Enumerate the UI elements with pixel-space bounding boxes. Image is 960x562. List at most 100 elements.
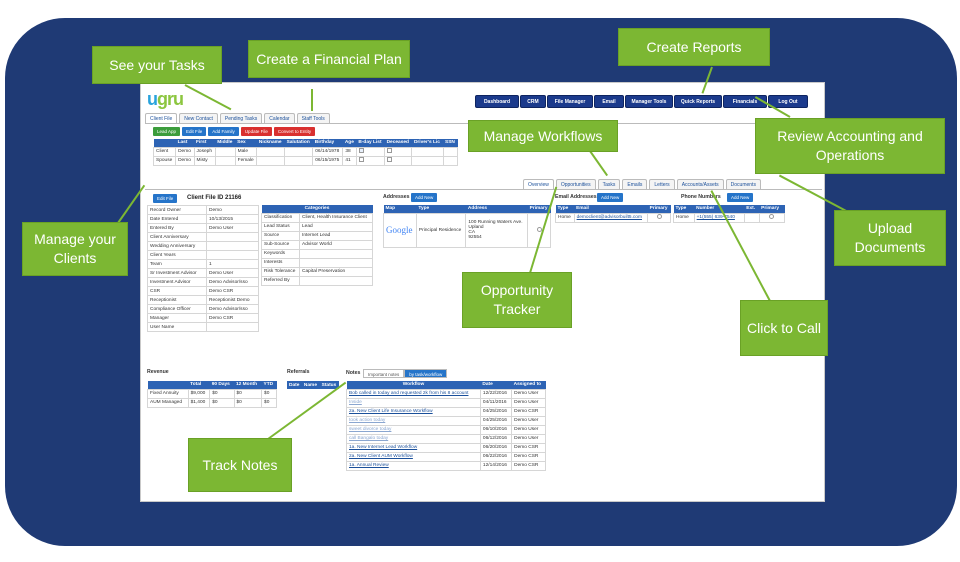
checkbox[interactable] [358, 157, 364, 162]
tab-documents[interactable]: Documents [725, 179, 761, 189]
cell [284, 155, 314, 166]
cat-value: Advisor World [299, 239, 373, 250]
attr-label: Entered By [147, 223, 207, 233]
tab-pending-tasks[interactable]: Pending Tasks [219, 113, 263, 123]
checkbox[interactable] [387, 157, 393, 162]
tab-tasks[interactable]: Tasks [597, 179, 621, 189]
nav-log-out[interactable]: Log Out [768, 95, 808, 108]
add-address-button[interactable]: Add New [411, 193, 438, 202]
important-notes-toggle[interactable]: Important notes [363, 369, 405, 378]
add-email-button[interactable]: Add New [597, 193, 624, 202]
click-to-call-link[interactable]: +1(555) 639-7540 [693, 212, 745, 223]
cat-value: Client, Health Insurance Client [299, 212, 373, 223]
addresses-label: Addresses [383, 194, 410, 200]
address-line: 92554 [468, 235, 482, 240]
workflow-link[interactable]: sweet divorce today [346, 424, 481, 435]
attr-value [205, 241, 260, 251]
cell: $0 [261, 397, 277, 408]
table-row: Client Anniversary [147, 232, 260, 242]
col-header: Primary [527, 205, 551, 213]
cell [411, 155, 444, 166]
tab-opportunities[interactable]: Opportunities [555, 179, 596, 189]
bday-checkbox-cell[interactable] [355, 155, 386, 166]
cell: Demo User [511, 397, 546, 408]
nav-manager-tools[interactable]: Manager Tools [625, 95, 673, 108]
cell: $0 [209, 397, 235, 408]
workflow-link[interactable]: Bob called in today and requested 2k fro… [346, 388, 481, 399]
workflow-link[interactable]: call Bangalo today [346, 433, 481, 444]
col-header: Age [342, 139, 357, 147]
table-row: Interests [260, 257, 373, 268]
workflow-link[interactable]: took action today [346, 415, 481, 426]
attr-label: Receptionist [147, 295, 207, 305]
workflow-link[interactable]: 1a. New Internet Lead Workflow [346, 442, 481, 453]
cat-label: Keywords [260, 248, 301, 259]
map-link[interactable]: Google [383, 212, 417, 248]
tab-client-file[interactable]: Client File [145, 113, 178, 123]
tab-calendar[interactable]: Calendar [264, 113, 295, 123]
attr-value [205, 322, 260, 332]
attr-value: 10/13/2015 [205, 214, 260, 224]
col-header: Type [555, 205, 575, 213]
convert-to-entity-button[interactable]: Convert to Entity [273, 127, 316, 136]
col-header [147, 381, 189, 389]
checkbox[interactable] [387, 148, 393, 153]
google-map-logo[interactable]: Google [386, 225, 413, 235]
tab-new-contact[interactable]: New Contact [179, 113, 218, 123]
table-row: Client Years [147, 250, 260, 260]
col-header: Last [175, 139, 195, 147]
action-buttons: Lead App Edit File Add Family Update Fil… [153, 127, 316, 136]
phone-table: Type Number Ext. Primary Home +1(555) 63… [673, 205, 786, 223]
update-file-button[interactable]: Update File [240, 127, 272, 136]
primary-radio[interactable] [536, 226, 542, 232]
cell: 06/12/2016 [479, 433, 513, 444]
workflow-link[interactable]: 1a. Annual Review [346, 460, 481, 471]
deceased-checkbox-cell[interactable] [384, 155, 413, 166]
cell: $9,000 [187, 388, 211, 399]
workflow-link[interactable]: Inside [346, 397, 481, 408]
workflow-link[interactable]: 2a. New Client Life Insurance Workflow [346, 406, 481, 417]
nav-crm[interactable]: CRM [520, 95, 546, 108]
email-type: Home [555, 212, 575, 223]
tab-staff-tools[interactable]: Staff Tools [296, 113, 330, 123]
tab-emails[interactable]: Emails [622, 179, 648, 189]
by-workflow-toggle[interactable]: by task/workflow [404, 369, 448, 378]
tab-letters[interactable]: Letters [649, 179, 675, 189]
edit-file-button[interactable]: Edit File [182, 127, 207, 136]
col-header: Type [416, 205, 466, 213]
cell: 41 [342, 155, 357, 166]
cat-value: Internet Lead [299, 230, 373, 241]
primary-radio[interactable] [656, 214, 662, 219]
cell [214, 155, 236, 166]
checkbox[interactable] [358, 148, 364, 153]
col-header: Sex [235, 139, 257, 147]
nav-dashboard[interactable]: Dashboard [475, 95, 519, 108]
add-family-button[interactable]: Add Family [208, 127, 239, 136]
nav-email[interactable]: Email [594, 95, 624, 108]
col-header: Deceased [384, 139, 412, 147]
cell: Demo User [511, 424, 546, 435]
tab-overview[interactable]: Overview [523, 179, 554, 189]
nav-file-manager[interactable]: File Manager [547, 95, 593, 108]
primary-radio-cell[interactable] [758, 212, 786, 223]
col-header: Salutation [284, 139, 313, 147]
primary-radio-cell[interactable] [647, 212, 671, 223]
client-table: Last First Middle Sex Nickname Salutatio… [152, 139, 459, 166]
lead-app-button[interactable]: Lead App [153, 127, 181, 136]
cell: Fixed Annuity [147, 388, 189, 399]
email-link[interactable]: democlient@advisorbuilt5.com [573, 212, 649, 223]
workflow-link[interactable]: 2a. New Client AUM Workflow [346, 451, 481, 462]
bday-checkbox-cell[interactable] [355, 146, 386, 157]
attr-label: Record Owner [147, 205, 207, 215]
primary-radio[interactable] [769, 214, 775, 219]
cell [411, 146, 444, 157]
edit-file-button-2[interactable]: Edit File [153, 194, 178, 203]
add-phone-button[interactable]: Add New [727, 193, 754, 202]
tab-accounts-assets[interactable]: Accounts/Assets [676, 179, 724, 189]
attr-label: Investment Advisor [147, 277, 207, 287]
col-header: 90 Days [209, 381, 235, 389]
callout-call: Click to Call [740, 300, 828, 356]
deceased-checkbox-cell[interactable] [384, 146, 413, 157]
nav-quick-reports[interactable]: Quick Reports [674, 95, 722, 108]
